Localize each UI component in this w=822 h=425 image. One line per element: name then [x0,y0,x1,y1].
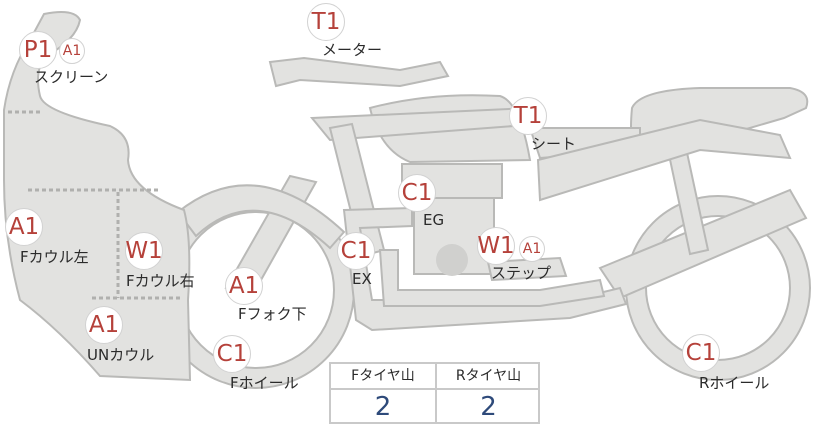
front-cowl-right-label: Fカウル右 [126,272,195,290]
seat-badge[interactable]: T1 [509,97,547,135]
front-cowl-left-label: Fカウル左 [20,248,89,266]
step-label: ステップ [491,264,552,282]
meter-badge[interactable]: T1 [307,3,345,41]
rear-tire-value[interactable]: 2 [435,390,540,424]
tire-tread-table: Fタイヤ山 Rタイヤ山 2 2 [329,362,540,424]
front-tire-header: Fタイヤ山 [331,364,435,390]
meter-label: メーター [322,41,383,59]
engine-label: EG [423,211,445,229]
exhaust-badge[interactable]: C1 [337,232,375,270]
screen-badge[interactable]: P1 [19,31,57,69]
front-wheel-label: Fホイール [230,374,299,392]
front-cowl-left-badge[interactable]: A1 [5,208,43,246]
front-tire-value[interactable]: 2 [374,392,392,422]
screen-badge-secondary[interactable]: A1 [59,38,85,64]
under-cowl-badge[interactable]: A1 [85,306,123,344]
front-wheel-badge[interactable]: C1 [213,335,251,373]
engine-badge[interactable]: C1 [398,174,436,212]
seat-label: シート [531,135,577,153]
exhaust-label: EX [352,270,372,288]
rear-wheel-badge[interactable]: C1 [682,334,720,372]
under-cowl-label: UNカウル [87,346,155,364]
step-badge-secondary[interactable]: A1 [519,236,545,262]
screen-label: スクリーン [34,68,109,86]
handlebar [268,56,450,88]
front-fork-lower-badge[interactable]: A1 [225,267,263,305]
front-cowl-right-badge[interactable]: W1 [125,232,163,270]
rear-tire-header: Rタイヤ山 [435,364,540,390]
front-fork-lower-label: Fフォク下 [238,305,307,323]
rear-wheel-label: Rホイール [699,374,770,392]
step-badge[interactable]: W1 [477,227,515,265]
